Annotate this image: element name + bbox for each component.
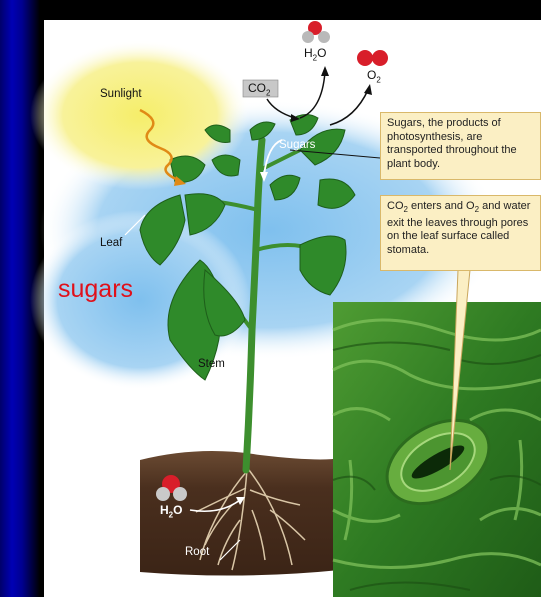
- co2-label: CO2: [248, 81, 270, 97]
- stomata-callout: CO2 enters and O2 and water exit the lea…: [380, 195, 541, 271]
- sunlight-label: Sunlight: [100, 88, 142, 100]
- h2o-root-label: H2O: [160, 503, 182, 519]
- o2-molecule: [357, 50, 388, 66]
- root-label: Root: [185, 546, 209, 558]
- stomata-micrograph: [333, 302, 541, 597]
- sugars-overlay-text: sugars: [58, 275, 133, 304]
- stem-label: Stem: [198, 358, 225, 370]
- sugars-callout: Sugars, the products of photosynthesis, …: [380, 112, 541, 180]
- o2-label: O2: [367, 68, 381, 84]
- leaf-label: Leaf: [100, 237, 122, 249]
- h2o-molecule-top: [302, 21, 330, 43]
- h2o-top-label: H2O: [304, 46, 326, 62]
- sugars-inner-label: Sugars: [279, 139, 315, 151]
